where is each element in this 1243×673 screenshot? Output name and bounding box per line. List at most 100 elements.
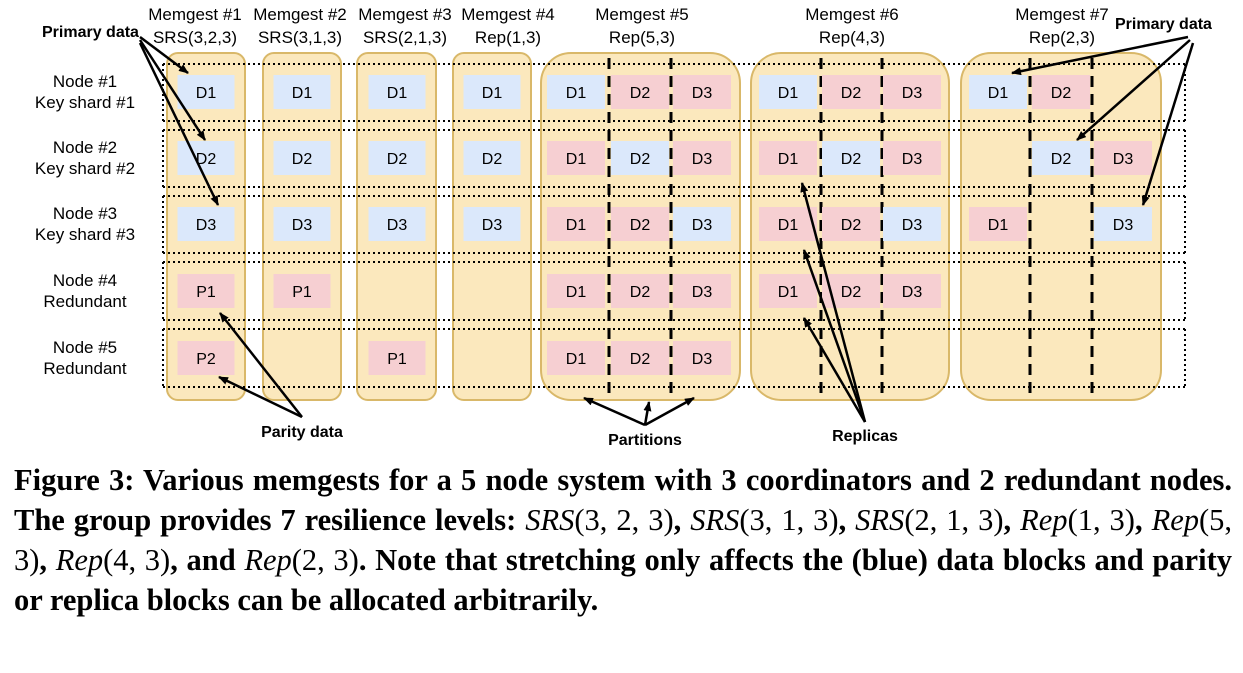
block-label: D3 [692,85,713,102]
memgest-title-6: Memgest #6 [805,5,899,24]
memgest-config-6: Rep(4,3) [819,28,885,47]
block-box [1032,75,1090,109]
block-label: D1 [566,351,587,368]
block-m6-n3-D2: D2 [822,207,880,241]
block-box [822,141,880,175]
block-box [883,274,941,308]
block-box [969,75,1027,109]
caption-lead: Figure 3: Various memgests for a 5 node … [14,463,1232,537]
block-m5-n5-D3: D3 [673,341,731,375]
caption-separator: , [39,543,56,577]
resilience-level-4: Rep(1, 3) [1020,503,1135,537]
block-label: D1 [566,151,587,168]
block-m5-n2-D3: D3 [673,141,731,175]
block-label: D1 [482,85,503,102]
block-box [673,207,731,241]
caption-separator: , and [170,543,245,577]
block-box [177,274,235,308]
block-m6-n2-D3: D3 [883,141,941,175]
figure-caption: Figure 3: Various memgests for a 5 node … [14,460,1232,620]
annotation-arrows [138,35,1195,427]
node-label-2: Node #2 [53,138,117,157]
resilience-fn: Rep [1151,503,1199,537]
block-box [822,75,880,109]
block-box [368,207,426,241]
block-label: D1 [988,217,1009,234]
block-label: D2 [196,151,217,168]
block-box [177,141,235,175]
block-box [273,141,331,175]
block-m3-n1-D1: D1 [368,75,426,109]
block-m5-n3-D1: D1 [547,207,605,241]
memgest-config-4: Rep(1,3) [475,28,541,47]
resilience-args: (2, 1, 3) [904,503,1004,537]
caption-separator: , [673,503,691,537]
replicas-label: Replicas [832,428,898,445]
block-label: D2 [387,151,408,168]
node-role-1: Key shard #1 [35,93,135,112]
arrow-primary-left-2 [138,39,207,141]
block-m5-n1-D2: D2 [611,75,669,109]
block-m4-n1-D1: D1 [463,75,521,109]
arrow-primary-right-1 [1011,35,1189,76]
block-label: D1 [566,284,587,301]
block-box [759,141,817,175]
block-label: D2 [1051,151,1072,168]
block-box [611,341,669,375]
block-box [463,207,521,241]
block-m5-n4-D1: D1 [547,274,605,308]
memgest-title-3: Memgest #3 [358,5,452,24]
block-box [883,141,941,175]
block-m5-n2-D2: D2 [611,141,669,175]
block-label: D2 [630,217,651,234]
block-label: D1 [778,217,799,234]
block-m7-n3-D1: D1 [969,207,1027,241]
node-label-4: Node #4 [53,271,117,290]
node-role-2: Key shard #2 [35,159,135,178]
block-m6-n1-D1: D1 [759,75,817,109]
resilience-args: (2, 3) [291,543,359,577]
block-box [463,141,521,175]
block-m7-n3-D3: D3 [1094,207,1152,241]
block-box [759,75,817,109]
block-label: D2 [630,351,651,368]
block-box [883,207,941,241]
arrow-parity-2 [218,375,303,419]
block-m7-n1-D1: D1 [969,75,1027,109]
block-m2-n3-D3: D3 [273,207,331,241]
block-m7-n2-D2: D2 [1032,141,1090,175]
block-m1-n4-P1: P1 [177,274,235,308]
caption-tail: . Note that stretching only affects the … [14,543,1232,617]
block-label: P1 [292,284,312,301]
block-box [611,75,669,109]
resilience-fn: SRS [690,503,740,537]
block-label: D2 [482,151,503,168]
block-label: D2 [630,151,651,168]
memgest-title-7: Memgest #7 [1015,5,1109,24]
block-box [368,75,426,109]
block-label: D3 [196,217,217,234]
block-box [273,75,331,109]
resilience-fn: Rep [55,543,104,577]
block-box [673,75,731,109]
block-m5-n4-D2: D2 [611,274,669,308]
block-m1-n5-P2: P2 [177,341,235,375]
block-label: D1 [292,85,313,102]
block-label: D3 [387,217,408,234]
block-box [759,274,817,308]
block-label: D3 [902,284,923,301]
block-m4-n3-D3: D3 [463,207,521,241]
node-role-5: Redundant [43,359,126,378]
resilience-fn: Rep [1020,503,1068,537]
block-m5-n1-D3: D3 [673,75,731,109]
block-label: D2 [630,85,651,102]
block-m1-n2-D2: D2 [177,141,235,175]
block-m6-n2-D1: D1 [759,141,817,175]
block-box [611,207,669,241]
block-box [463,75,521,109]
block-box [547,274,605,308]
block-m5-n3-D3: D3 [673,207,731,241]
block-m2-n4-P1: P1 [273,274,331,308]
